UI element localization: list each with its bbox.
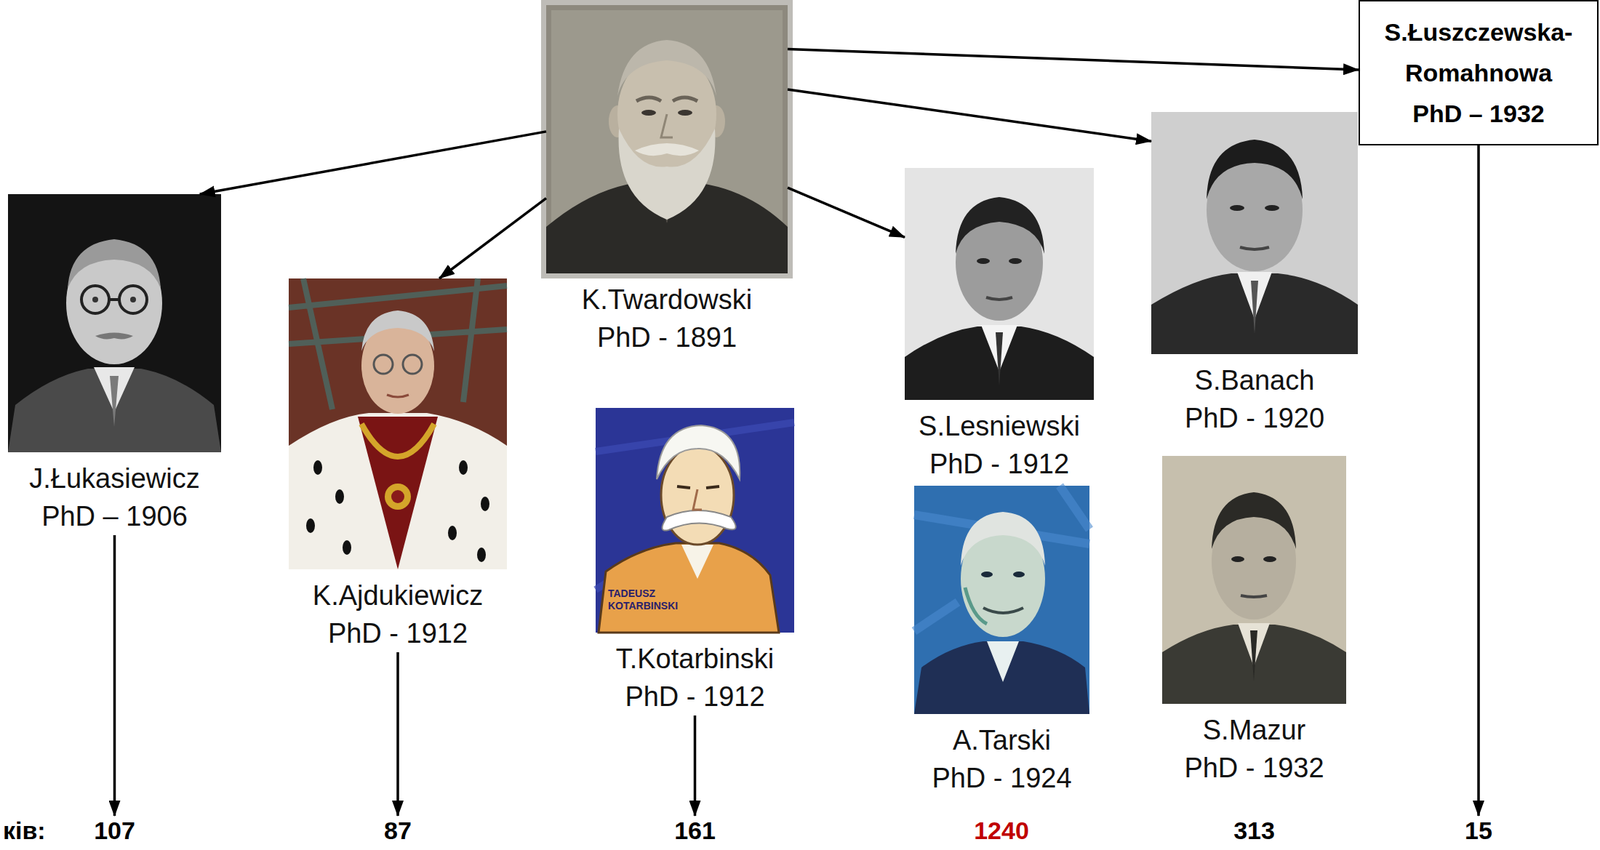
arrow-connector	[693, 715, 697, 816]
arrow-connector	[787, 89, 1152, 142]
descendant-count: 161	[674, 816, 716, 846]
descendant-count: 1240	[973, 816, 1030, 846]
person-name: S.Lesniewski	[918, 407, 1080, 446]
portrait-photo	[904, 168, 1094, 400]
person-name: S.Banach	[1194, 361, 1315, 400]
person-name: S.Łuszczewska- Romahnowa	[1371, 11, 1586, 94]
portrait-inscription: TADEUSZ KOTARBINSKI	[608, 587, 687, 613]
phd-year: PhD - 1912	[929, 445, 1070, 483]
phd-year: PhD – 1932	[1371, 93, 1586, 134]
phd-year: PhD - 1912	[624, 677, 765, 716]
arrow-connector	[200, 131, 547, 195]
person-name: K.Ajdukiewicz	[312, 576, 483, 615]
person-node: T.KotarbinskiPhD - 1912	[595, 408, 795, 716]
arrow-connector	[787, 187, 905, 238]
phd-year: PhD - 1924	[931, 759, 1072, 798]
person-name: K.Twardowski	[581, 280, 752, 319]
descendant-count: 15	[1464, 816, 1493, 846]
count-node: 313	[1230, 816, 1278, 846]
portrait-photo	[546, 5, 788, 274]
phd-year: PhD - 1912	[328, 614, 468, 653]
person-node: S.BanachPhD - 1920	[1151, 112, 1358, 438]
portrait-painting	[288, 278, 507, 570]
count-node: 87	[381, 816, 415, 846]
count-node: 15	[1461, 816, 1496, 846]
phd-year: PhD - 1932	[1184, 749, 1324, 787]
person-node: S.MazurPhD - 1932	[1162, 456, 1347, 787]
phd-year: PhD - 1891	[597, 318, 737, 357]
arrow-connector	[113, 535, 117, 816]
advisor-box: S.Łuszczewska- RomahnowaPhD – 1932	[1358, 0, 1599, 146]
person-node: J.ŁukasiewiczPhD – 1906	[8, 194, 222, 536]
person-name: J.Łukasiewicz	[29, 459, 200, 498]
portrait-photo	[1162, 456, 1347, 704]
person-name: T.Kotarbinski	[616, 640, 775, 678]
row-label: ків:	[2, 816, 46, 846]
descendant-count: 87	[384, 816, 412, 846]
arrow-connector	[439, 198, 547, 279]
portrait-painting	[914, 485, 1090, 715]
phd-year: PhD – 1906	[41, 497, 188, 536]
portrait-photo	[1151, 112, 1358, 355]
person-node: S.LesniewskiPhD - 1912	[904, 168, 1094, 483]
arrow-connector	[787, 48, 1359, 70]
descendant-count: 107	[93, 816, 136, 846]
portrait-caricature	[595, 408, 795, 633]
person-node: A.TarskiPhD - 1924	[914, 485, 1090, 798]
arrow-connector	[396, 652, 400, 816]
arrow-connector	[1477, 145, 1480, 816]
person-name: A.Tarski	[952, 721, 1051, 760]
count-node: 161	[671, 816, 719, 846]
count-node: 107	[90, 816, 139, 846]
portrait-photo	[8, 194, 222, 453]
phd-year: PhD - 1920	[1184, 399, 1325, 438]
person-name: S.Mazur	[1202, 711, 1306, 750]
count-node: 1240	[970, 816, 1032, 846]
person-node: K.AjdukiewiczPhD - 1912	[288, 278, 507, 653]
descendant-count: 313	[1233, 816, 1275, 846]
person-node: K.TwardowskiPhD - 1891	[546, 5, 788, 357]
